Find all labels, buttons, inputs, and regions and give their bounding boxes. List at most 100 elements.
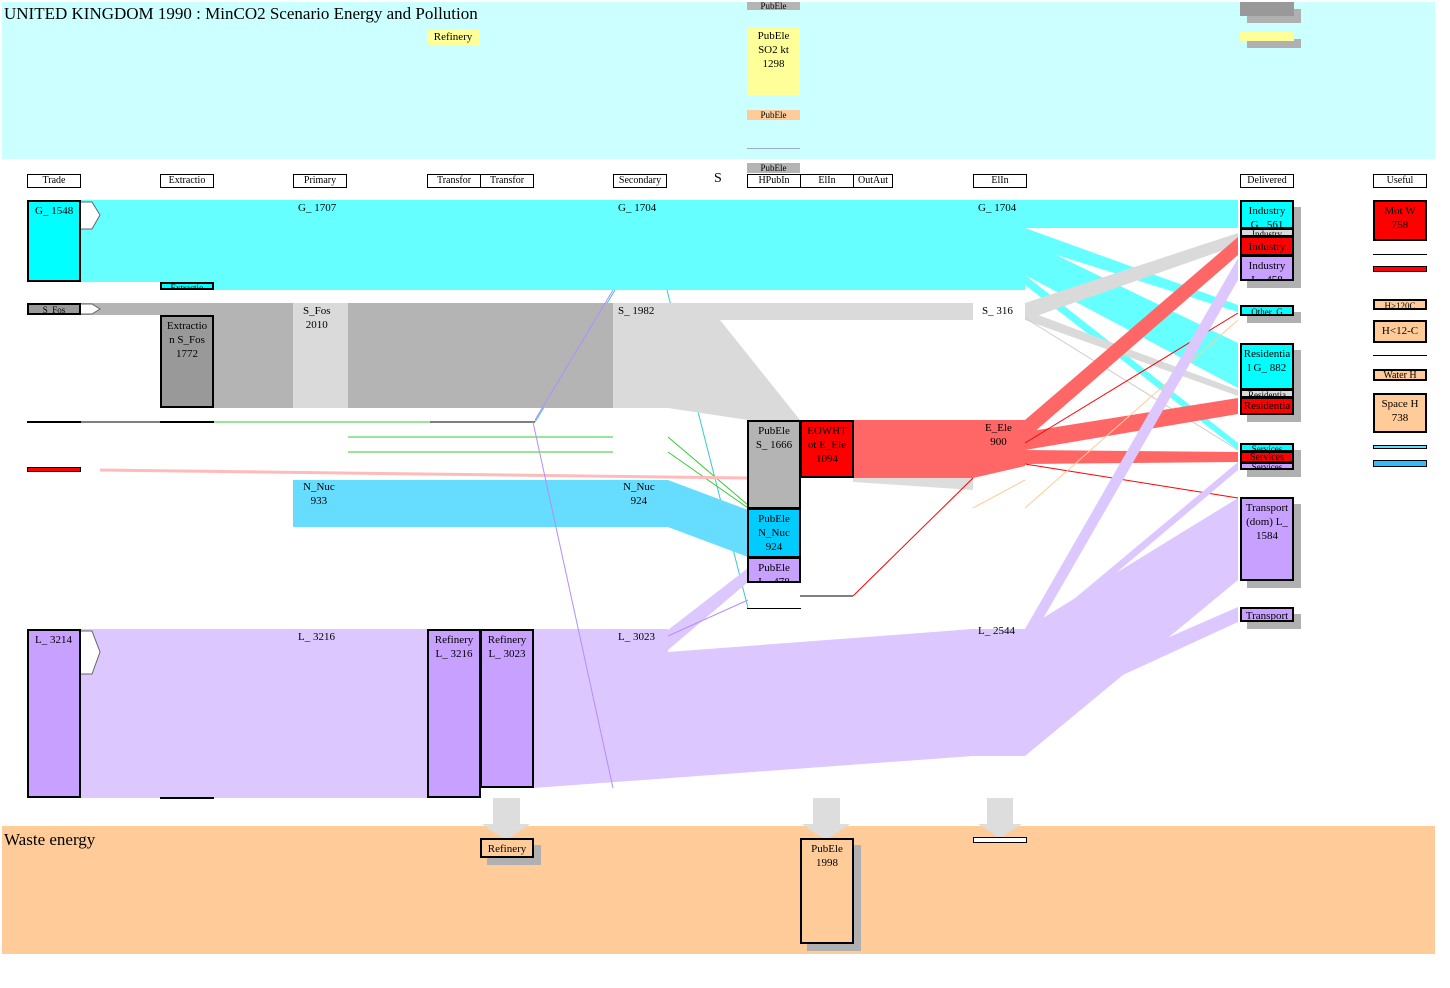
label-g-secondary: G_ 1704 <box>618 202 657 214</box>
nuclear-secondary-band <box>613 480 668 527</box>
solid-extraction-band <box>213 303 293 408</box>
liquid-thin-1 <box>532 421 614 789</box>
trade-solid-box: S_Fos <box>27 303 81 315</box>
label-g-elin: G_ 1704 <box>978 202 1017 214</box>
heat-line <box>1024 319 1239 509</box>
solid-to-services <box>1024 317 1239 451</box>
green-line-4 <box>667 436 749 506</box>
label-l-secondary: L_ 3023 <box>618 631 655 643</box>
label-n-secondary: N_Nuc 924 <box>623 481 655 507</box>
heat-line-2 <box>972 479 1026 509</box>
liquid-trade-band <box>80 629 428 798</box>
waste-refinery-box: Refinery <box>480 838 534 858</box>
useful-cyan-bar-1 <box>1373 445 1427 449</box>
header-secondary: Secondary <box>613 174 667 188</box>
waste-arrow-pubele <box>802 798 850 840</box>
pubele-solid-box: PubEle S_ 1666 <box>747 420 801 509</box>
delivered-residential-elec: Residentia <box>1240 397 1294 415</box>
header-primary: Primary <box>293 174 347 188</box>
delivered-industry-liquid: Industry L_ 458 <box>1240 255 1294 281</box>
solid-to-industry <box>1025 233 1238 320</box>
useful-cyan-bar-2 <box>1373 460 1427 467</box>
solid-to-pubele <box>668 320 800 420</box>
waste-pubele-box: PubEle 1998 <box>800 838 854 944</box>
liquid-thin-2 <box>534 289 614 421</box>
delivered-transport-liquid: Transport (dom) L_ 1584 <box>1240 497 1294 581</box>
solid-secondary-band <box>613 303 668 408</box>
pollution-divider <box>747 148 800 149</box>
useful-h12: H<12-C 400 <box>1373 320 1427 343</box>
elec-band <box>853 420 973 478</box>
pubele-misc-line <box>747 608 801 609</box>
header-elin-1: ElIn <box>800 174 854 188</box>
useful-mot-w: Mot W 758 <box>1373 200 1427 241</box>
extraction-solid-box: Extractio n S_Fos 1772 <box>160 315 214 408</box>
solid-to-residential <box>1025 310 1238 396</box>
auto-elec-line <box>852 477 974 597</box>
useful-line-1 <box>1373 254 1427 255</box>
extraction-gas-box: Extractio <box>160 282 214 290</box>
header-transfor-2: Transfor <box>480 174 534 188</box>
elec-to-residential <box>1025 398 1238 450</box>
pollution-delivered-grey <box>1240 2 1294 16</box>
elec-to-industry <box>1025 237 1238 440</box>
delivered-services-elec: Services <box>1240 451 1294 463</box>
liquid-thin-3 <box>667 599 749 637</box>
liquid-to-services <box>1025 462 1238 650</box>
delivered-residential-gas: Residentia l G_ 882 <box>1240 343 1294 390</box>
header-elin-2: ElIn <box>973 174 1027 188</box>
label-g-primary: G_ 1707 <box>298 202 337 214</box>
header-outaut: OutAut <box>853 174 893 188</box>
header-delivered: Delivered <box>1240 174 1294 188</box>
solid-primary-band <box>293 303 348 408</box>
pollution-pubele-top: PubEle <box>747 2 800 10</box>
pollution-pubele-mid: PubEle <box>747 110 800 120</box>
gas-to-services <box>1025 275 1238 450</box>
waste-panel <box>2 826 1435 954</box>
pubele-liquid-box: PubEle L_ 478 <box>747 557 801 583</box>
label-l-elin: L_ 2544 <box>978 625 1015 637</box>
waste-elin-bar <box>973 837 1027 843</box>
eowht-box: EOWHT ot E_Ele 1094 <box>800 420 854 478</box>
trade-elec-bar <box>27 467 81 472</box>
header-useful: Useful <box>1373 174 1427 188</box>
elec-import-line <box>99 468 749 480</box>
delivered-transport-small: Transport <box>1240 607 1294 622</box>
delivered-other-gas: Other_G <box>1240 305 1294 316</box>
trade-misc-bar <box>27 421 81 423</box>
diagram-title: UNITED KINGDOM 1990 : MinCO2 Scenario En… <box>4 4 478 23</box>
trade-gas-box: G_ 1548 <box>27 200 81 282</box>
pollution-refinery: Refinery <box>427 30 479 45</box>
label-e-elin: E_Ele 900 <box>985 422 1012 448</box>
extraction-liquid-bar <box>160 797 214 799</box>
useful-water-h: Water H <box>1373 369 1427 381</box>
extraction-misc-bar <box>160 421 214 423</box>
pollution-pubele-low: PubEle <box>747 163 800 173</box>
useful-line-2 <box>1373 355 1427 356</box>
useful-elec-bar <box>1373 266 1427 272</box>
label-s-elin: S_ 316 <box>982 305 1013 317</box>
refinery-box-1: Refinery L_ 3216 <box>427 629 481 798</box>
green-line-5 <box>667 451 749 509</box>
pollution-pubele-so2: PubEle SO2 kt 1298 <box>747 27 800 95</box>
nuclear-to-pubele <box>668 480 748 557</box>
solid-trade-band <box>80 303 213 315</box>
header-hpubin: HPubIn <box>747 174 801 188</box>
elec-to-elin <box>973 420 1025 478</box>
delivered-services-liquid: Services <box>1240 462 1294 470</box>
delivered-industry-gas: Industry G_ 561 <box>1240 200 1294 229</box>
liquid-to-transport2 <box>1025 607 1238 720</box>
waste-arrow-refinery <box>482 798 530 840</box>
useful-space-h: Space H 738 <box>1373 393 1427 433</box>
header-extraction: Extractio <box>160 174 214 188</box>
s-marker: S <box>714 171 722 186</box>
elec-back <box>853 478 973 490</box>
pollution-delivered-yellow <box>1240 32 1294 41</box>
liquid-elin-band <box>668 629 1025 756</box>
label-s-primary: S_Fos 2010 <box>303 305 331 331</box>
delivered-industry-elec: Industry <box>1240 236 1294 256</box>
label-l-primary: L_ 3216 <box>298 631 335 643</box>
refinery-box-2: Refinery L_ 3023 <box>480 629 534 788</box>
liquid-to-pubele <box>668 568 748 650</box>
